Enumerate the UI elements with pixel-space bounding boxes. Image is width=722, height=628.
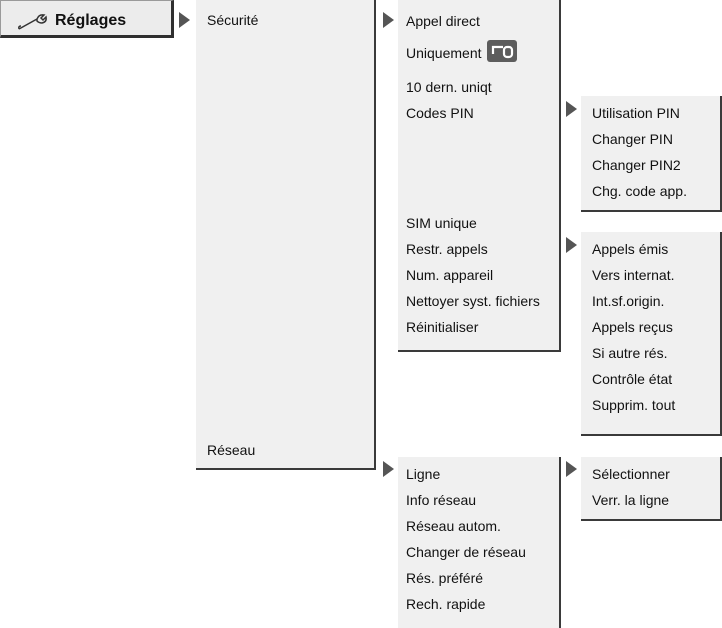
submenu-arrow-icon <box>566 101 577 117</box>
menu-item-appels-emis[interactable]: Appels émis <box>592 241 669 257</box>
menu-item-si-autre-res[interactable]: Si autre rés. <box>592 345 668 361</box>
menu-item-int-sf-origin[interactable]: Int.sf.origin. <box>592 293 665 309</box>
settings-menu-header[interactable] <box>0 0 174 38</box>
submenu-arrow-icon <box>566 461 577 477</box>
menu-item-rech-rapide[interactable]: Rech. rapide <box>406 596 486 612</box>
menu-item-uniquement[interactable]: Uniquement <box>406 40 518 62</box>
menu-item-supprim-tout[interactable]: Supprim. tout <box>592 397 676 413</box>
menu-item-ligne[interactable]: Ligne <box>406 466 441 482</box>
menu-item-restr-appels[interactable]: Restr. appels <box>406 241 488 257</box>
network-menu <box>398 457 561 628</box>
menu-item-reseau-autom[interactable]: Réseau autom. <box>406 518 501 534</box>
submenu-arrow-icon <box>566 237 577 253</box>
menu-item-vers-internat[interactable]: Vers internat. <box>592 267 675 283</box>
menu-item-appel-direct[interactable]: Appel direct <box>406 13 480 29</box>
menu-item-res-prefere[interactable]: Rés. préféré <box>406 570 484 586</box>
menu-item-codes-pin[interactable]: Codes PIN <box>406 105 474 121</box>
menu-item-reinitialiser[interactable]: Réinitialiser <box>406 319 479 335</box>
menu-item-changer-reseau[interactable]: Changer de réseau <box>406 544 526 560</box>
submenu-arrow-icon <box>383 12 394 28</box>
menu-item-controle-etat[interactable]: Contrôle état <box>592 371 673 387</box>
call-barring-menu <box>581 232 722 436</box>
submenu-arrow-icon <box>383 461 394 477</box>
menu-item-appels-recus[interactable]: Appels reçus <box>592 319 673 335</box>
menu-item-sim-unique[interactable]: SIM unique <box>406 215 477 231</box>
security-menu <box>398 0 561 352</box>
wrench-icon <box>18 14 47 30</box>
menu-item-info-reseau[interactable]: Info réseau <box>406 492 477 508</box>
menu-item-reseau[interactable]: Réseau <box>207 442 256 458</box>
key-icon <box>487 40 518 62</box>
pin-codes-menu <box>581 96 722 212</box>
menu-item-chg-code-app[interactable]: Chg. code app. <box>592 183 687 199</box>
menu-item-verr-ligne[interactable]: Verr. la ligne <box>592 492 670 508</box>
submenu-arrow-icon <box>179 12 190 28</box>
menu-item-utilisation-pin[interactable]: Utilisation PIN <box>592 105 680 121</box>
settings-label: Réglages <box>55 12 127 29</box>
menu-item-10-dern[interactable]: 10 dern. uniqt <box>406 79 492 95</box>
menu-item-nettoyer[interactable]: Nettoyer syst. fichiers <box>406 293 540 309</box>
menu-item-selectionner[interactable]: Sélectionner <box>592 466 670 482</box>
menu-item-securite[interactable]: Sécurité <box>207 12 259 28</box>
menu-item-changer-pin2[interactable]: Changer PIN2 <box>592 157 681 173</box>
menu-item-changer-pin[interactable]: Changer PIN <box>592 131 673 147</box>
level1-menu <box>196 0 376 470</box>
menu-item-num-appareil[interactable]: Num. appareil <box>406 267 494 283</box>
line-menu <box>581 457 722 521</box>
menu-item-uniquement-label: Uniquement <box>406 45 482 61</box>
